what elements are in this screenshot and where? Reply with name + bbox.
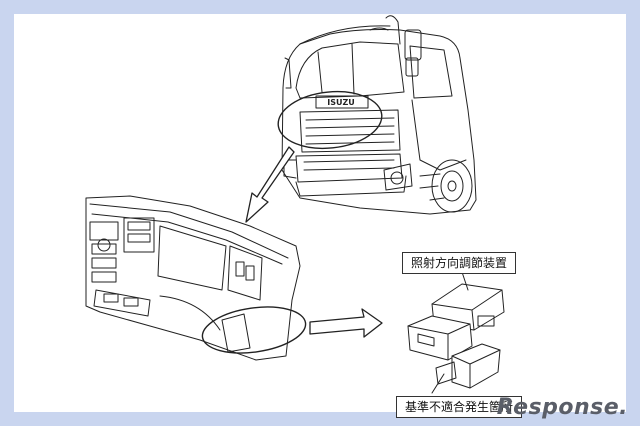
isuzu-badge: ISUZU [327,98,355,107]
truck-drawing [277,15,477,215]
dashboard-drawing [85,195,307,361]
label-nonconformity-location: 基準不適合発生箇所 [396,396,523,418]
figure-canvas [14,14,626,412]
isuzu-badge-text: ISUZU [327,98,355,107]
watermark-text: Response. [496,395,628,420]
adjuster-part-drawing [407,283,505,389]
leader-lines [431,271,469,394]
response-watermark: Response. [497,395,628,420]
arrow-dashboard-to-part [309,308,383,338]
arrow-truck-to-dashboard [245,146,295,223]
label-beam-direction-adjuster: 照射方向調節装置 [402,252,517,274]
